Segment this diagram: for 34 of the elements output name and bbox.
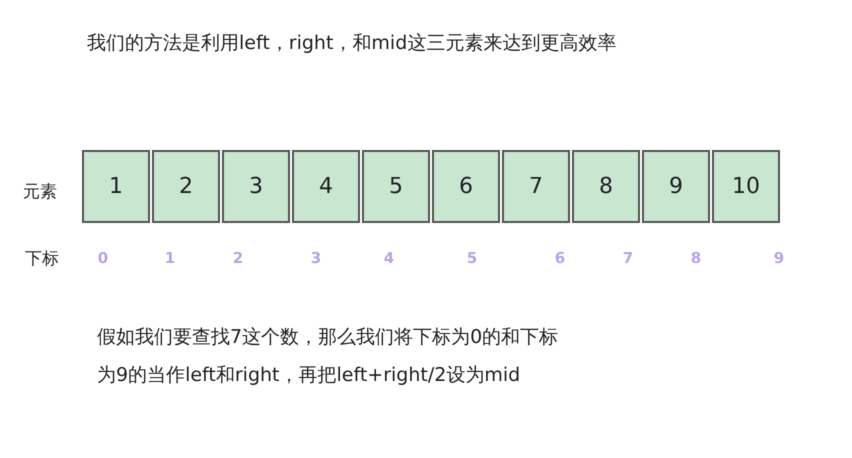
index-number: 9 <box>774 249 784 267</box>
index-number: 0 <box>98 249 108 267</box>
cell-value: 5 <box>389 174 403 199</box>
cell-value: 3 <box>249 174 263 199</box>
cell-value: 1 <box>109 174 123 199</box>
array-cell <box>82 150 150 223</box>
index-number: 5 <box>466 249 478 267</box>
index-number: 3 <box>310 249 322 267</box>
array-cell <box>292 150 360 223</box>
array-cell <box>432 150 500 223</box>
cell-value: 10 <box>732 174 760 199</box>
cell-value: 9 <box>669 174 683 199</box>
array-cell <box>572 150 640 223</box>
index-number: 6 <box>554 249 566 267</box>
cell-value: 8 <box>599 174 613 199</box>
array-cell <box>642 150 710 223</box>
row-label: 下标 <box>25 248 59 270</box>
array-cell <box>712 150 780 223</box>
explanation-text: 假如我们要查找7这个数，那么我们将下标为0的和下标为9的当作left和right，再把left+right/2设为mid <box>97 325 560 388</box>
cell-value: 4 <box>319 174 333 199</box>
index-number: 4 <box>384 249 394 267</box>
index-number: 1 <box>164 249 176 267</box>
cell-value: 2 <box>179 174 193 199</box>
heading-text: 我们的方法是利用left，right，和mid这三元素来达到更高效率 <box>87 31 616 56</box>
cell-value: 7 <box>529 174 543 199</box>
row-label: 元素 <box>23 181 57 203</box>
array-cell <box>362 150 430 223</box>
index-number: 2 <box>232 249 244 267</box>
cell-value: 6 <box>459 174 473 199</box>
array-cell <box>502 150 570 223</box>
array-cell <box>222 150 290 223</box>
index-number: 7 <box>622 249 634 267</box>
array-cell <box>152 150 220 223</box>
index-number: 8 <box>690 249 702 267</box>
